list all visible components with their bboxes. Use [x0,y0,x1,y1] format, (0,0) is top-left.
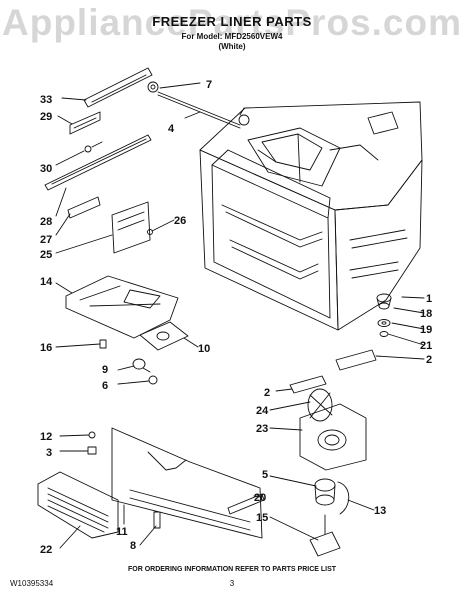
callout-22: 22 [40,544,52,556]
model-line: For Model: MFD2560VEW4 [181,32,283,41]
callout-26: 26 [174,215,186,227]
part-30-spring [84,141,103,153]
callout-10: 10 [198,343,210,355]
part-24-fan-blade [307,388,333,422]
callout-3: 3 [46,447,52,459]
callout-11: 11 [116,526,128,538]
part-21-grommet [379,331,389,337]
part-13-bracket [337,481,350,515]
ordering-info-footer: FOR ORDERING INFORMATION REFER TO PARTS … [127,566,337,573]
callout-16: 16 [40,342,52,354]
watermark: AppliancePartsPros.com [2,2,462,43]
callout-12: 12 [40,431,52,443]
part-22-grille [37,471,119,539]
callout-30: 30 [40,163,52,175]
callout-1: 1 [426,293,432,305]
leader-lines [55,82,425,549]
callout-19: 19 [420,324,432,336]
callout-2-top: 2 [426,354,432,366]
part-33-rail [83,67,153,108]
callout-15: 15 [256,512,268,524]
part-27-bracket [67,196,101,219]
part-3-clip [87,446,97,455]
callout-23: 23 [256,423,268,435]
part-11-panel [111,427,263,539]
part-4-rod [157,91,250,129]
callout-18: 18 [420,308,432,320]
callout-9: 9 [102,364,108,376]
page-number: 3 [229,579,235,588]
part-14-cover [65,275,179,339]
callout-14: 14 [40,276,53,288]
part-26-25-panel [111,201,153,254]
callout-6: 6 [102,380,108,392]
callout-2-left: 2 [264,387,270,399]
callout-27: 27 [40,234,52,246]
part-18-bearing [376,293,392,310]
part-28-rail [44,134,152,191]
callout-20: 20 [254,492,266,504]
part-20-rail [227,493,265,515]
callout-8: 8 [130,540,136,552]
callout-29: 29 [40,111,52,123]
page-title: FREEZER LINER PARTS [152,14,312,29]
callout-5: 5 [262,469,268,481]
part-5-fan-motor [314,478,336,506]
part-6-lamp [148,375,158,385]
part-2-insulation [289,349,377,394]
freezer-liner [199,101,423,331]
part-8-clip [153,511,161,529]
callout-28: 28 [40,216,52,228]
part-9-knob [132,358,151,373]
callout-24: 24 [256,405,269,417]
document-number: W10395334 [10,579,54,588]
part-23-fan-housing [299,403,367,471]
callout-4: 4 [168,123,175,135]
callout-33: 33 [40,94,52,106]
color-line: (White) [218,42,246,51]
part-15-mount [309,514,341,557]
part-29-bracket [69,111,101,135]
part-10-pad [139,321,189,351]
part-16-clip [99,339,107,349]
part-7-cap [147,81,159,93]
callout-25: 25 [40,249,52,261]
callout-21: 21 [420,340,432,352]
callout-13: 13 [374,505,386,517]
callout-7: 7 [206,79,212,91]
part-12-screw [88,431,96,439]
part-19-washer [377,319,391,327]
